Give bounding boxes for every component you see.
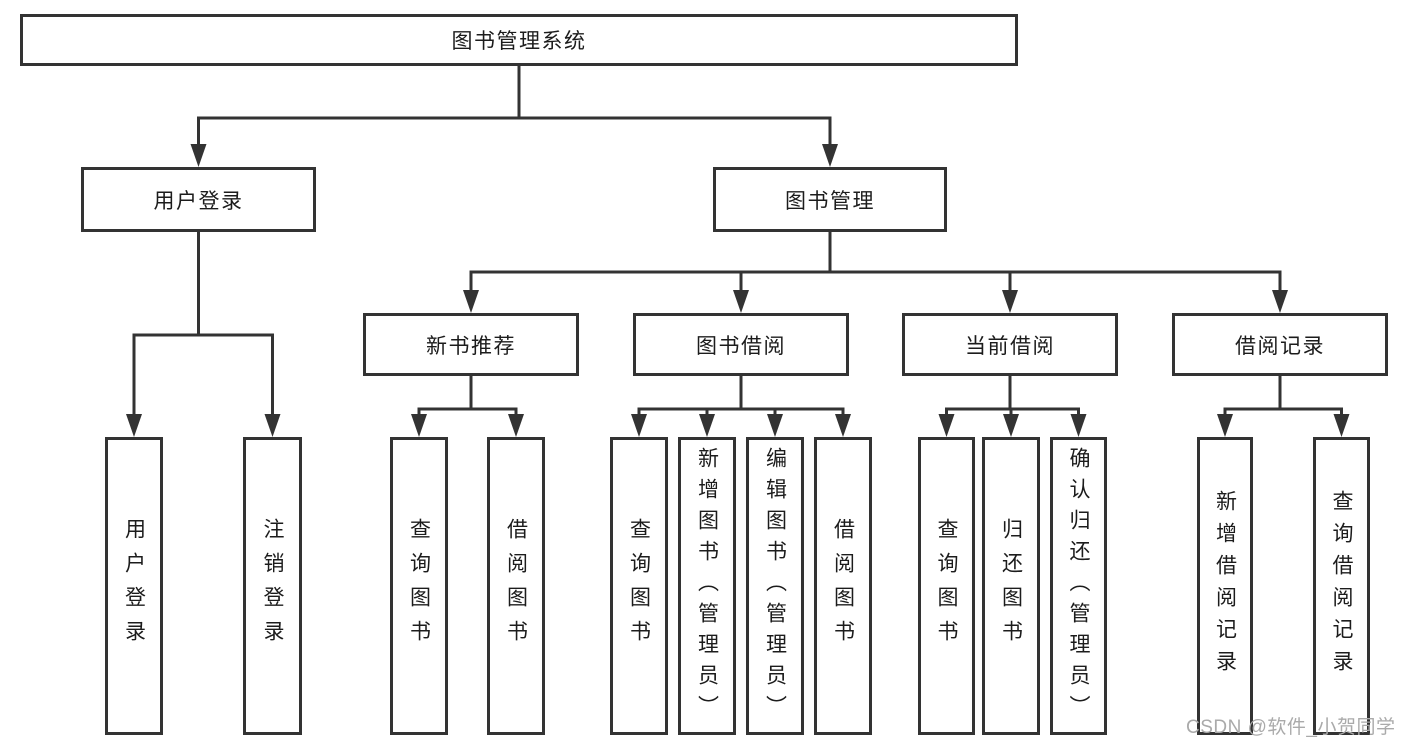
arrow-down-icon	[1217, 414, 1233, 437]
arrow-down-icon	[699, 414, 715, 437]
node-current-borrowing: 当前借阅	[902, 313, 1118, 376]
node-query-borrow-record: 查询借阅记录	[1313, 437, 1370, 735]
node-book-borrowing: 图书借阅	[633, 313, 849, 376]
node-add-borrow-record: 新增借阅记录	[1197, 437, 1253, 735]
node-label: 新增借阅记录	[1213, 490, 1237, 682]
arrow-down-icon	[767, 414, 783, 437]
node-borrow-books-2: 借阅图书	[814, 437, 872, 735]
node-borrow-books-1: 借阅图书	[487, 437, 545, 735]
arrow-down-icon	[938, 414, 955, 437]
arrow-down-icon	[835, 414, 851, 437]
arrow-down-icon	[411, 414, 427, 437]
watermark: CSDN @软件_小贺同学	[1186, 717, 1396, 738]
node-user-login: 用户登录	[81, 167, 316, 232]
arrow-down-icon	[508, 414, 524, 437]
node-label: 新书推荐	[426, 334, 516, 358]
node-label: 确认归还（管理员）	[1067, 446, 1090, 726]
node-query-books-3: 查询图书	[918, 437, 975, 735]
node-label: 借阅图书	[504, 518, 528, 654]
node-user-login-leaf: 用户登录	[105, 437, 163, 735]
arrow-down-icon	[733, 290, 749, 313]
arrow-down-icon	[463, 290, 479, 313]
node-label: 借阅图书	[831, 518, 855, 654]
arrow-down-icon	[126, 414, 142, 437]
node-add-books-admin: 新增图书（管理员）	[678, 437, 736, 735]
arrow-down-icon	[1070, 414, 1087, 437]
node-label: 当前借阅	[965, 334, 1055, 358]
arrow-down-icon	[1002, 290, 1018, 313]
node-book-management: 图书管理	[713, 167, 947, 232]
node-label: 图书管理	[785, 189, 875, 213]
node-label: 编辑图书（管理员）	[763, 446, 787, 726]
arrow-down-icon	[1333, 414, 1350, 437]
arrow-down-icon	[264, 414, 281, 437]
node-confirm-return-admin: 确认归还（管理员）	[1050, 437, 1107, 735]
node-label: 查询图书	[935, 518, 958, 654]
node-label: 查询借阅记录	[1330, 490, 1353, 682]
node-root: 图书管理系统	[20, 14, 1018, 66]
node-label: 查询图书	[407, 518, 431, 654]
node-label: 用户登录	[153, 189, 244, 213]
arrow-down-icon	[1003, 414, 1019, 437]
node-new-book-recommend: 新书推荐	[363, 313, 579, 376]
node-logout-leaf: 注销登录	[243, 437, 302, 735]
node-label: 查询图书	[627, 518, 651, 654]
arrow-down-icon	[822, 144, 838, 167]
node-label: 归还图书	[999, 518, 1023, 654]
node-label: 用户登录	[122, 518, 146, 654]
node-query-books-2: 查询图书	[610, 437, 668, 735]
arrow-down-icon	[1272, 290, 1288, 313]
arrow-down-icon	[631, 414, 647, 437]
node-label: 新增图书（管理员）	[695, 446, 719, 726]
node-query-books-1: 查询图书	[390, 437, 448, 735]
node-borrowing-records: 借阅记录	[1172, 313, 1388, 376]
node-label: 图书管理系统	[451, 30, 587, 53]
node-label: 注销登录	[261, 518, 284, 654]
arrow-down-icon	[190, 144, 207, 167]
node-label: 借阅记录	[1235, 334, 1325, 358]
node-edit-books-admin: 编辑图书（管理员）	[746, 437, 804, 735]
node-label: 图书借阅	[696, 334, 786, 358]
node-return-books: 归还图书	[982, 437, 1040, 735]
